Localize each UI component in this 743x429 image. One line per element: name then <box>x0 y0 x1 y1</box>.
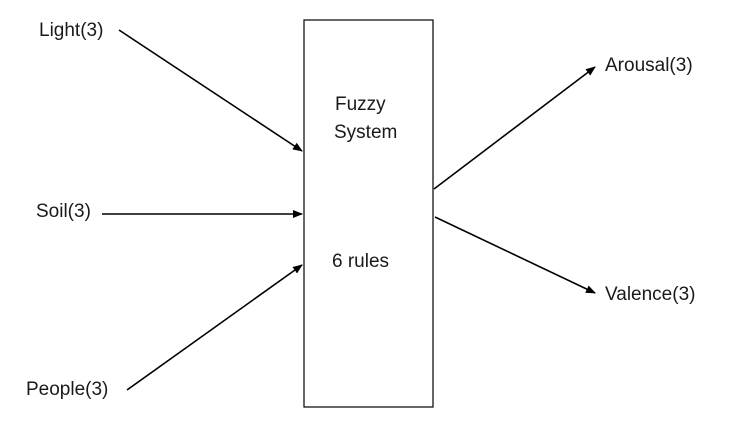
fuzzy-system-box <box>303 19 434 408</box>
output-label-arousal: Arousal(3) <box>605 55 693 76</box>
arrow-system-to-valence <box>434 216 596 294</box>
system-rules-count: 6 rules <box>332 251 390 272</box>
arrow-light-to-system <box>118 29 303 152</box>
input-label-people: People(3) <box>26 379 109 400</box>
input-label-soil: Soil(3) <box>36 201 91 222</box>
arrow-people-to-system <box>126 264 303 391</box>
output-label-valence: Valence(3) <box>605 284 696 305</box>
system-title-line1: Fuzzy <box>335 94 386 115</box>
input-label-light: Light(3) <box>39 20 104 41</box>
arrow-system-to-arousal <box>433 66 596 190</box>
system-title-line2: System <box>334 122 398 143</box>
